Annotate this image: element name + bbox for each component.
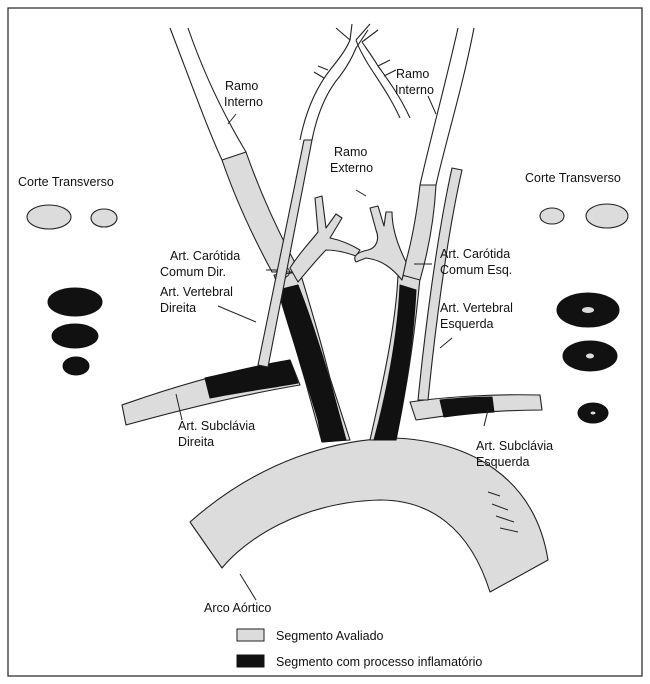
- xsection-left-3: [48, 288, 102, 316]
- label-carotida-dir-1: Art. Carótida: [170, 249, 240, 263]
- label-corte-left: Corte Transverso: [18, 175, 114, 189]
- frame: [8, 8, 642, 676]
- subclavian-left-inflamed: [440, 397, 494, 417]
- label-vertebral-esq-1: Art. Vertebral: [440, 301, 513, 315]
- label-ramo-interno-right-1: Ramo: [396, 67, 429, 81]
- label-subclavia-esq-2: Esquerda: [476, 455, 530, 469]
- label-vertebral-dir-2: Direita: [160, 301, 196, 315]
- label-arco: Arco Aórtico: [204, 601, 271, 615]
- label-carotida-esq-2: Comum Esq.: [440, 263, 512, 277]
- leader-ramo-externo: [356, 190, 366, 196]
- xsection-right-4-lumen: [586, 354, 594, 359]
- label-carotida-dir-2: Comum Dir.: [160, 265, 226, 279]
- left-internal-line-b: [436, 28, 474, 185]
- leader-arco: [240, 574, 256, 600]
- right-internal-line-a: [170, 28, 222, 160]
- xsection-right-1: [540, 208, 564, 224]
- right-external-carotid: [290, 196, 360, 282]
- label-carotida-esq-1: Art. Carótida: [440, 247, 510, 261]
- label-ramo-externo-2: Externo: [330, 161, 373, 175]
- label-ramo-interno-right-2: Interno: [395, 83, 434, 97]
- label-ramo-interno-left-2: Interno: [224, 95, 263, 109]
- legend-evaluated: Segmento Avaliado: [276, 629, 384, 643]
- external-tree: [300, 24, 410, 140]
- leader-ramo-interno-right: [428, 96, 436, 114]
- label-vertebral-esq-2: Esquerda: [440, 317, 494, 331]
- legend-inflamed: Segmento com processo inflamatório: [276, 655, 482, 669]
- xsection-left-4: [52, 324, 98, 348]
- xsection-left-2: [91, 209, 117, 227]
- label-subclavia-dir-2: Direita: [178, 435, 214, 449]
- xsection-right-2: [586, 204, 628, 228]
- legend-swatch-inflamed: [237, 655, 264, 667]
- left-internal-line-a: [420, 28, 458, 185]
- left-internal-carotid: [402, 185, 436, 280]
- left-external-carotid: [355, 206, 406, 280]
- xsection-right-3-lumen: [582, 307, 594, 313]
- label-ramo-externo-1: Ramo: [334, 145, 367, 159]
- leader-vertebral-dir: [218, 306, 256, 322]
- xsection-left-5: [63, 357, 89, 375]
- leader-vertebral-esq: [440, 338, 452, 348]
- legend-swatch-evaluated: [237, 629, 264, 641]
- xsection-right-5-lumen: [591, 412, 596, 415]
- label-vertebral-dir-1: Art. Vertebral: [160, 285, 233, 299]
- label-subclavia-dir-1: Art. Subclávia: [178, 419, 255, 433]
- label-ramo-interno-left-1: Ramo: [225, 79, 258, 93]
- xsection-left-1: [27, 205, 71, 229]
- label-corte-right: Corte Transverso: [525, 171, 621, 185]
- label-subclavia-esq-1: Art. Subclávia: [476, 439, 553, 453]
- leader-ramo-interno-left: [228, 114, 236, 124]
